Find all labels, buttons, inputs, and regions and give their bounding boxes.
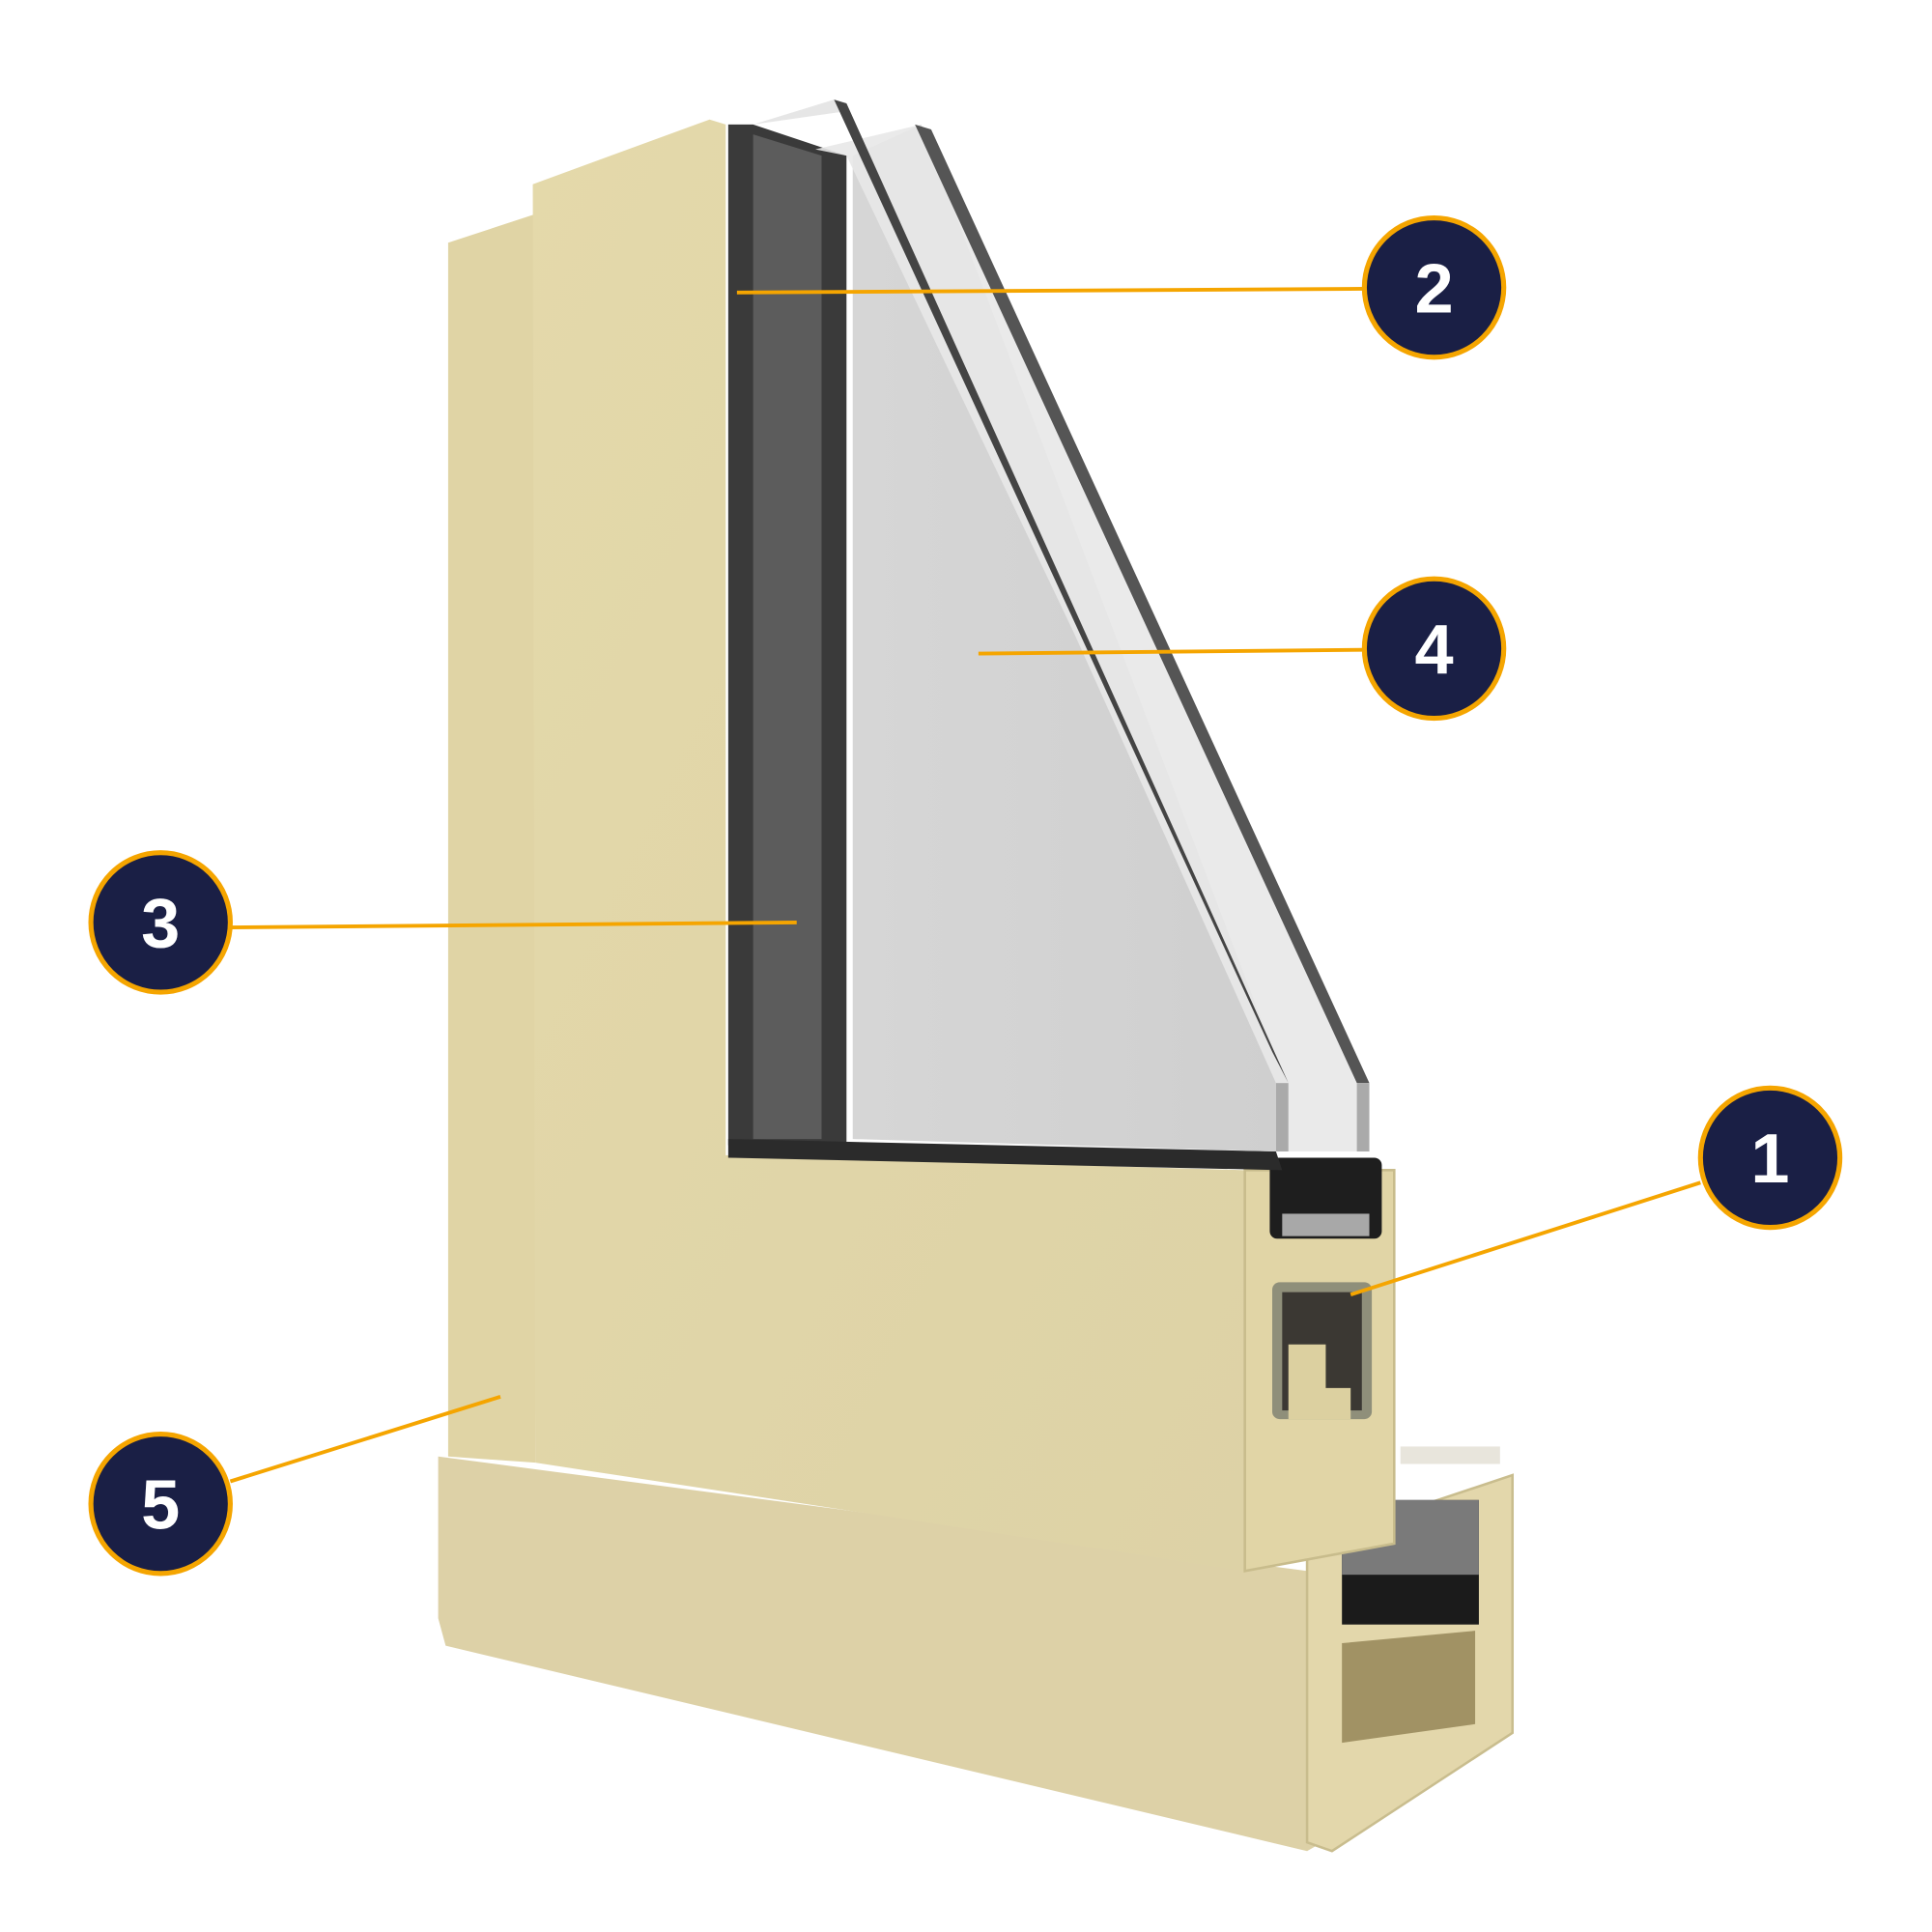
callout-2[interactable]: 2 <box>1361 214 1507 360</box>
leader-line-2 <box>736 287 1364 295</box>
double-glazing <box>753 99 1370 1152</box>
callout-label: 2 <box>1414 250 1453 327</box>
leader-line-4 <box>978 647 1364 656</box>
callout-5[interactable]: 5 <box>88 1431 233 1577</box>
leader-line-1 <box>1350 1180 1701 1297</box>
outer-frame <box>438 213 1515 1853</box>
leader-line-3 <box>230 920 797 929</box>
leader-line-5 <box>229 1395 501 1484</box>
callout-label: 1 <box>1750 1121 1789 1198</box>
callout-label: 4 <box>1414 611 1453 689</box>
callout-1[interactable]: 1 <box>1697 1085 1843 1231</box>
leader-lines <box>229 287 1701 1484</box>
callout-4[interactable]: 4 <box>1361 576 1507 722</box>
sash-profile <box>532 119 1396 1573</box>
spacer-bar <box>727 124 1283 1171</box>
callout-3[interactable]: 3 <box>88 850 233 995</box>
callout-label: 3 <box>141 886 180 963</box>
callout-label: 5 <box>141 1466 180 1544</box>
